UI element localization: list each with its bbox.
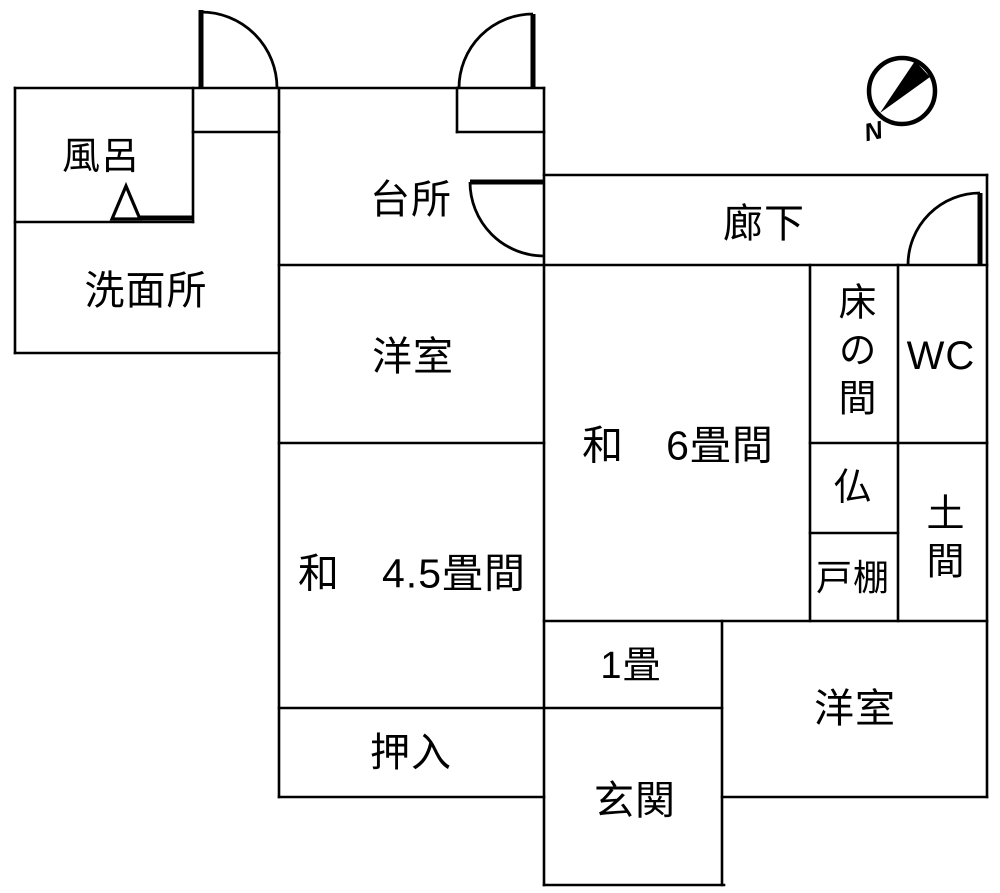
room-label-entrance: 玄関 <box>594 779 676 823</box>
walls <box>13 86 989 887</box>
room-label-western-room-south: 洋室 <box>814 687 896 731</box>
door-swing-arc-icon <box>906 191 981 266</box>
door-leaves <box>137 10 983 265</box>
triangle-door-marker-icon <box>109 181 143 221</box>
room-label-japanese-room-6: 和 6畳間 <box>582 422 774 469</box>
room-label-tokonoma: 床の間 <box>832 282 874 426</box>
door-swing-arc-icon <box>457 12 534 89</box>
room-label-bath: 風呂 <box>61 136 141 178</box>
compass-icon <box>866 55 938 127</box>
room-label-kitchen: 台所 <box>370 178 452 222</box>
room-label-japanese-room-45: 和 4.5畳間 <box>298 550 526 597</box>
room-label-butsudan: 仏 <box>833 467 873 509</box>
door-swing-arc-icon <box>200 10 279 89</box>
door-swing-arc-icon <box>468 181 545 258</box>
room-label-corridor: 廊下 <box>723 202 805 246</box>
room-label-washroom: 洗面所 <box>84 269 208 313</box>
room-label-one-tatami: 1畳 <box>600 645 662 687</box>
room-label-closet: 押入 <box>370 731 452 775</box>
door-swing-arcs <box>200 10 981 266</box>
room-label-doma: 土間 <box>920 493 962 589</box>
room-label-cupboard: 戸棚 <box>815 557 891 598</box>
room-label-western-room-north: 洋室 <box>372 335 454 379</box>
room-label-wc: WC <box>906 334 976 378</box>
